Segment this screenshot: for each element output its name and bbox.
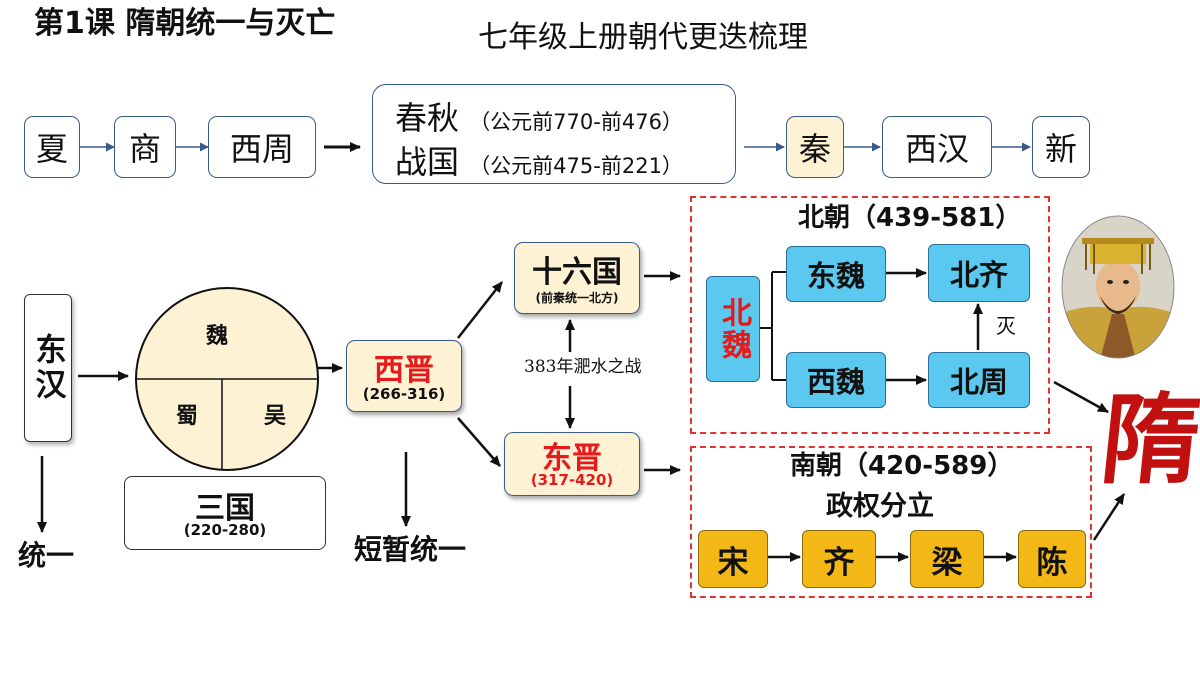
- tongyi-label: 统一: [18, 539, 75, 572]
- liang-box: 梁: [910, 530, 984, 588]
- xiwei-box: 西魏: [786, 352, 886, 408]
- dynasty-xia-box: 夏: [24, 116, 80, 178]
- zhanguo-years: （公元前475-前221）: [469, 154, 683, 178]
- emperor-portrait: [1061, 215, 1175, 359]
- shiliuguo-label: 十六国: [532, 255, 622, 290]
- sanguo-years: (220-280): [183, 521, 267, 539]
- nanchao-frame: [690, 446, 1092, 598]
- xijin-years: (266-316): [362, 385, 446, 403]
- arrow-nanchao-sui: [1092, 493, 1126, 541]
- dongjin-years: (317-420): [530, 471, 614, 489]
- zhanguo-row: 战国 （公元前475-前221）: [395, 137, 683, 183]
- xijin-box: 西晋 (266-316): [346, 340, 462, 412]
- mie-label: 灭: [996, 314, 1016, 338]
- shiliuguo-box: 十六国 (前秦统一北方): [514, 242, 640, 314]
- dynasty-xizhou-box: 西周: [208, 116, 316, 178]
- beiwei-box: 北魏: [706, 276, 760, 382]
- sanguo-label: 三国: [195, 491, 255, 526]
- song-box: 宋: [698, 530, 768, 588]
- sanguo-wu: 吴: [264, 404, 287, 429]
- sanguo-wei: 魏: [206, 324, 229, 349]
- dynasty-xin-label: 新: [1044, 130, 1077, 168]
- arrow-beichao-sui: [1053, 380, 1109, 414]
- dynasty-shang-box: 商: [114, 116, 176, 178]
- beichao-title: 北朝（439-581）: [798, 203, 1022, 233]
- dynasty-xihan-label: 西汉: [904, 130, 969, 168]
- dongwei-label: 东魏: [806, 259, 865, 293]
- dynasty-xihan-box: 西汉: [882, 116, 992, 178]
- sanguo-circle: [135, 287, 319, 471]
- dynasty-qin-box: 秦: [786, 116, 844, 178]
- chunqiu-years: （公元前770-前476）: [469, 110, 683, 134]
- beizhou-label: 北周: [949, 365, 1008, 399]
- qi-label: 齐: [823, 544, 855, 581]
- shiliuguo-sub: (前秦统一北方): [535, 291, 619, 305]
- xijin-label: 西晋: [374, 353, 434, 388]
- nanchao-title: 南朝（420-589）: [790, 451, 1014, 481]
- dynasty-xizhou-label: 西周: [229, 130, 294, 168]
- xijin-note: 短暂统一: [354, 533, 467, 566]
- dongjin-label: 东晋: [542, 441, 602, 476]
- arrow-xijin-shiliuguo: [457, 281, 503, 339]
- dynasty-shang-label: 商: [128, 130, 161, 168]
- dongwei-box: 东魏: [786, 246, 886, 302]
- battle-label: 383年淝水之战: [524, 357, 642, 377]
- arrow-xijin-dongjin: [457, 417, 501, 467]
- song-label: 宋: [717, 544, 749, 581]
- xiwei-label: 西魏: [806, 365, 865, 399]
- lesson-title: 第1课 隋朝统一与灭亡: [34, 6, 336, 41]
- dongjin-box: 东晋 (317-420): [504, 432, 640, 496]
- dynasty-xin-box: 新: [1032, 116, 1090, 178]
- beiqi-box: 北齐: [928, 244, 1030, 302]
- chunqiu-row: 春秋 （公元前770-前476）: [395, 93, 683, 139]
- nanchao-note: 政权分立: [826, 491, 934, 522]
- beiqi-label: 北齐: [949, 258, 1008, 292]
- sanguo-shu: 蜀: [176, 404, 199, 429]
- chunqiu-label: 春秋: [395, 99, 460, 137]
- sanguo-label-box: 三国 (220-280): [124, 476, 326, 550]
- qi-box: 齐: [802, 530, 876, 588]
- chen-label: 陈: [1036, 544, 1068, 581]
- beichao-frame: [690, 196, 1050, 434]
- donghan-box: 东汉: [24, 294, 72, 442]
- beiwei-label: 北魏: [716, 297, 751, 361]
- dynasty-xia-label: 夏: [35, 130, 68, 168]
- chen-box: 陈: [1018, 530, 1086, 588]
- beiwei-bracket: [760, 271, 786, 381]
- zhanguo-label: 战国: [395, 143, 460, 181]
- beizhou-box: 北周: [928, 352, 1030, 408]
- slide-subtitle: 七年级上册朝代更迭梳理: [478, 20, 808, 55]
- sui-calligraphy: 隋: [1096, 383, 1200, 498]
- chunqiu-zhanguo-box: 春秋 （公元前770-前476） 战国 （公元前475-前221）: [372, 84, 736, 184]
- liang-label: 梁: [931, 544, 963, 581]
- dynasty-qin-label: 秦: [798, 130, 831, 168]
- donghan-label: 东汉: [29, 333, 66, 403]
